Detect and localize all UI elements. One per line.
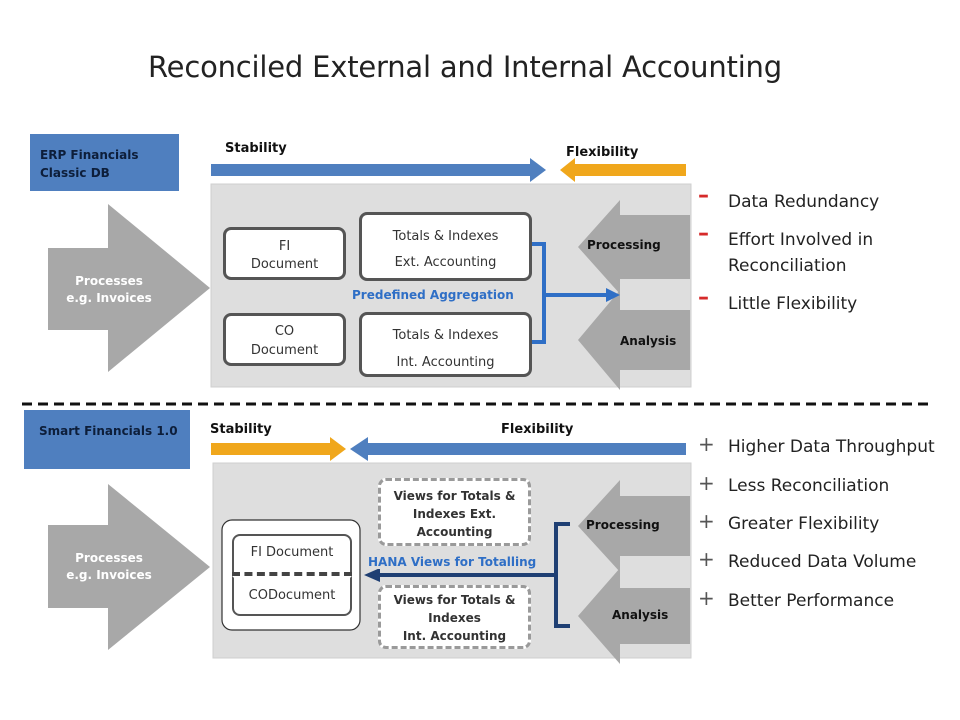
top-co-document-box: CO Document: [223, 313, 346, 366]
benefit-text: Reduced Data Volume: [728, 552, 917, 572]
bottom-process-arrow: [48, 484, 210, 650]
bottom-benefits-list: + Higher Data Throughput + Less Reconcil…: [698, 432, 958, 626]
bottom-analysis-label: Analysis: [612, 608, 669, 622]
drawback-item: – Data Redundancy: [698, 183, 953, 224]
drawback-text: Effort Involved in: [728, 230, 874, 250]
drawback-text-line2: Reconciliation: [728, 256, 847, 276]
views-ext-line1: Views for Totals &: [393, 489, 516, 503]
drawback-text: Little Flexibility: [728, 294, 858, 314]
minus-icon: –: [698, 285, 709, 310]
benefit-text: Less Reconciliation: [728, 476, 890, 496]
hana-arrowhead: [364, 568, 380, 582]
plus-icon: +: [698, 432, 715, 456]
top-co-line2: Document: [250, 343, 319, 358]
views-ext-line2: Indexes Ext.: [412, 507, 497, 521]
bottom-process-line2: e.g. Invoices: [66, 568, 152, 582]
top-stability-label: Stability: [225, 141, 287, 156]
benefit-item: + Better Performance: [698, 586, 958, 626]
bottom-stability-label: Stability: [210, 422, 272, 437]
top-fi-document-box: FI Document: [223, 227, 346, 280]
top-totals-ext-box: Totals & Indexes Ext. Accounting: [359, 212, 532, 281]
bottom-process-text: Processes e.g. Invoices: [54, 550, 164, 584]
hana-views-label: HANA Views for Totalling: [366, 555, 539, 569]
smart-financials-label: Smart Financials 1.0: [24, 410, 190, 469]
top-flexibility-label: Flexibility: [566, 145, 639, 160]
bottom-stability-arrow: [211, 437, 346, 461]
top-analysis-label: Analysis: [620, 334, 677, 348]
bottom-process-line1: Processes: [75, 551, 143, 565]
benefit-text: Greater Flexibility: [728, 514, 880, 534]
benefit-text: Higher Data Throughput: [728, 437, 935, 457]
benefit-item: + Higher Data Throughput: [698, 432, 958, 473]
bottom-flexibility-arrow: [350, 437, 686, 461]
bottom-processing-arrow: [578, 480, 690, 572]
top-stability-arrow: [211, 158, 546, 182]
top-fi-line1: FI: [278, 239, 291, 254]
drawback-item: – Little Flexibility: [698, 285, 953, 326]
top-process-arrow: [48, 204, 210, 372]
benefit-item: + Greater Flexibility: [698, 509, 958, 549]
top-co-line1: CO: [274, 324, 295, 339]
drawback-text: Data Redundancy: [728, 192, 880, 212]
bottom-fi-document-box: FI Document: [232, 534, 352, 574]
top-totals-int-line1: Totals & Indexes: [392, 328, 499, 343]
minus-icon: –: [698, 221, 709, 246]
plus-icon: +: [698, 471, 715, 495]
top-process-line1: Processes: [75, 274, 143, 288]
top-analysis-arrow: [578, 290, 690, 390]
bottom-co-document-box: CODocument: [232, 576, 352, 616]
top-totals-int-line2: Int. Accounting: [396, 355, 495, 370]
views-ext-line3: Accounting: [416, 525, 493, 539]
views-int-box: Views for Totals & Indexes Int. Accounti…: [378, 585, 531, 649]
top-flexibility-arrow: [560, 158, 686, 182]
top-totals-ext-line2: Ext. Accounting: [394, 255, 497, 270]
top-aggregation-bracket: [532, 242, 608, 344]
views-int-line2: Indexes: [428, 611, 481, 625]
page-title: Reconciled External and Internal Account…: [148, 50, 782, 84]
plus-icon: +: [698, 586, 715, 610]
plus-icon: +: [698, 547, 715, 571]
plus-icon: +: [698, 509, 715, 533]
predefined-aggregation-label: Predefined Aggregation: [352, 288, 514, 302]
top-drawbacks-list: – Data Redundancy – Effort Involved in R…: [698, 183, 953, 326]
top-processing-arrow: [578, 200, 690, 294]
bottom-analysis-arrow: [578, 568, 690, 664]
bottom-processing-label: Processing: [586, 518, 660, 532]
benefit-item: + Reduced Data Volume: [698, 547, 958, 588]
minus-icon: –: [698, 183, 709, 208]
top-aggregation-arrowhead: [606, 288, 620, 302]
views-int-line3: Int. Accounting: [402, 629, 507, 643]
erp-label-line1: ERP Financials: [40, 148, 139, 162]
top-process-line2: e.g. Invoices: [66, 291, 152, 305]
bottom-document-divider: [232, 572, 352, 576]
drawback-item: – Effort Involved in Reconciliation: [698, 221, 953, 288]
bottom-flexibility-label: Flexibility: [501, 422, 574, 437]
top-fi-line2: Document: [250, 257, 319, 272]
benefit-text: Better Performance: [728, 591, 895, 611]
top-totals-int-box: Totals & Indexes Int. Accounting: [359, 312, 532, 377]
erp-label-line2: Classic DB: [40, 166, 110, 180]
erp-financials-label: ERP Financials Classic DB: [30, 134, 179, 191]
benefit-item: + Less Reconciliation: [698, 471, 958, 511]
top-process-text: Processes e.g. Invoices: [54, 273, 164, 307]
top-totals-ext-line1: Totals & Indexes: [392, 229, 499, 244]
hana-bracket: [378, 522, 570, 628]
views-int-line1: Views for Totals &: [393, 593, 516, 607]
top-processing-label: Processing: [587, 238, 661, 252]
views-ext-box: Views for Totals & Indexes Ext. Accounti…: [378, 478, 531, 546]
